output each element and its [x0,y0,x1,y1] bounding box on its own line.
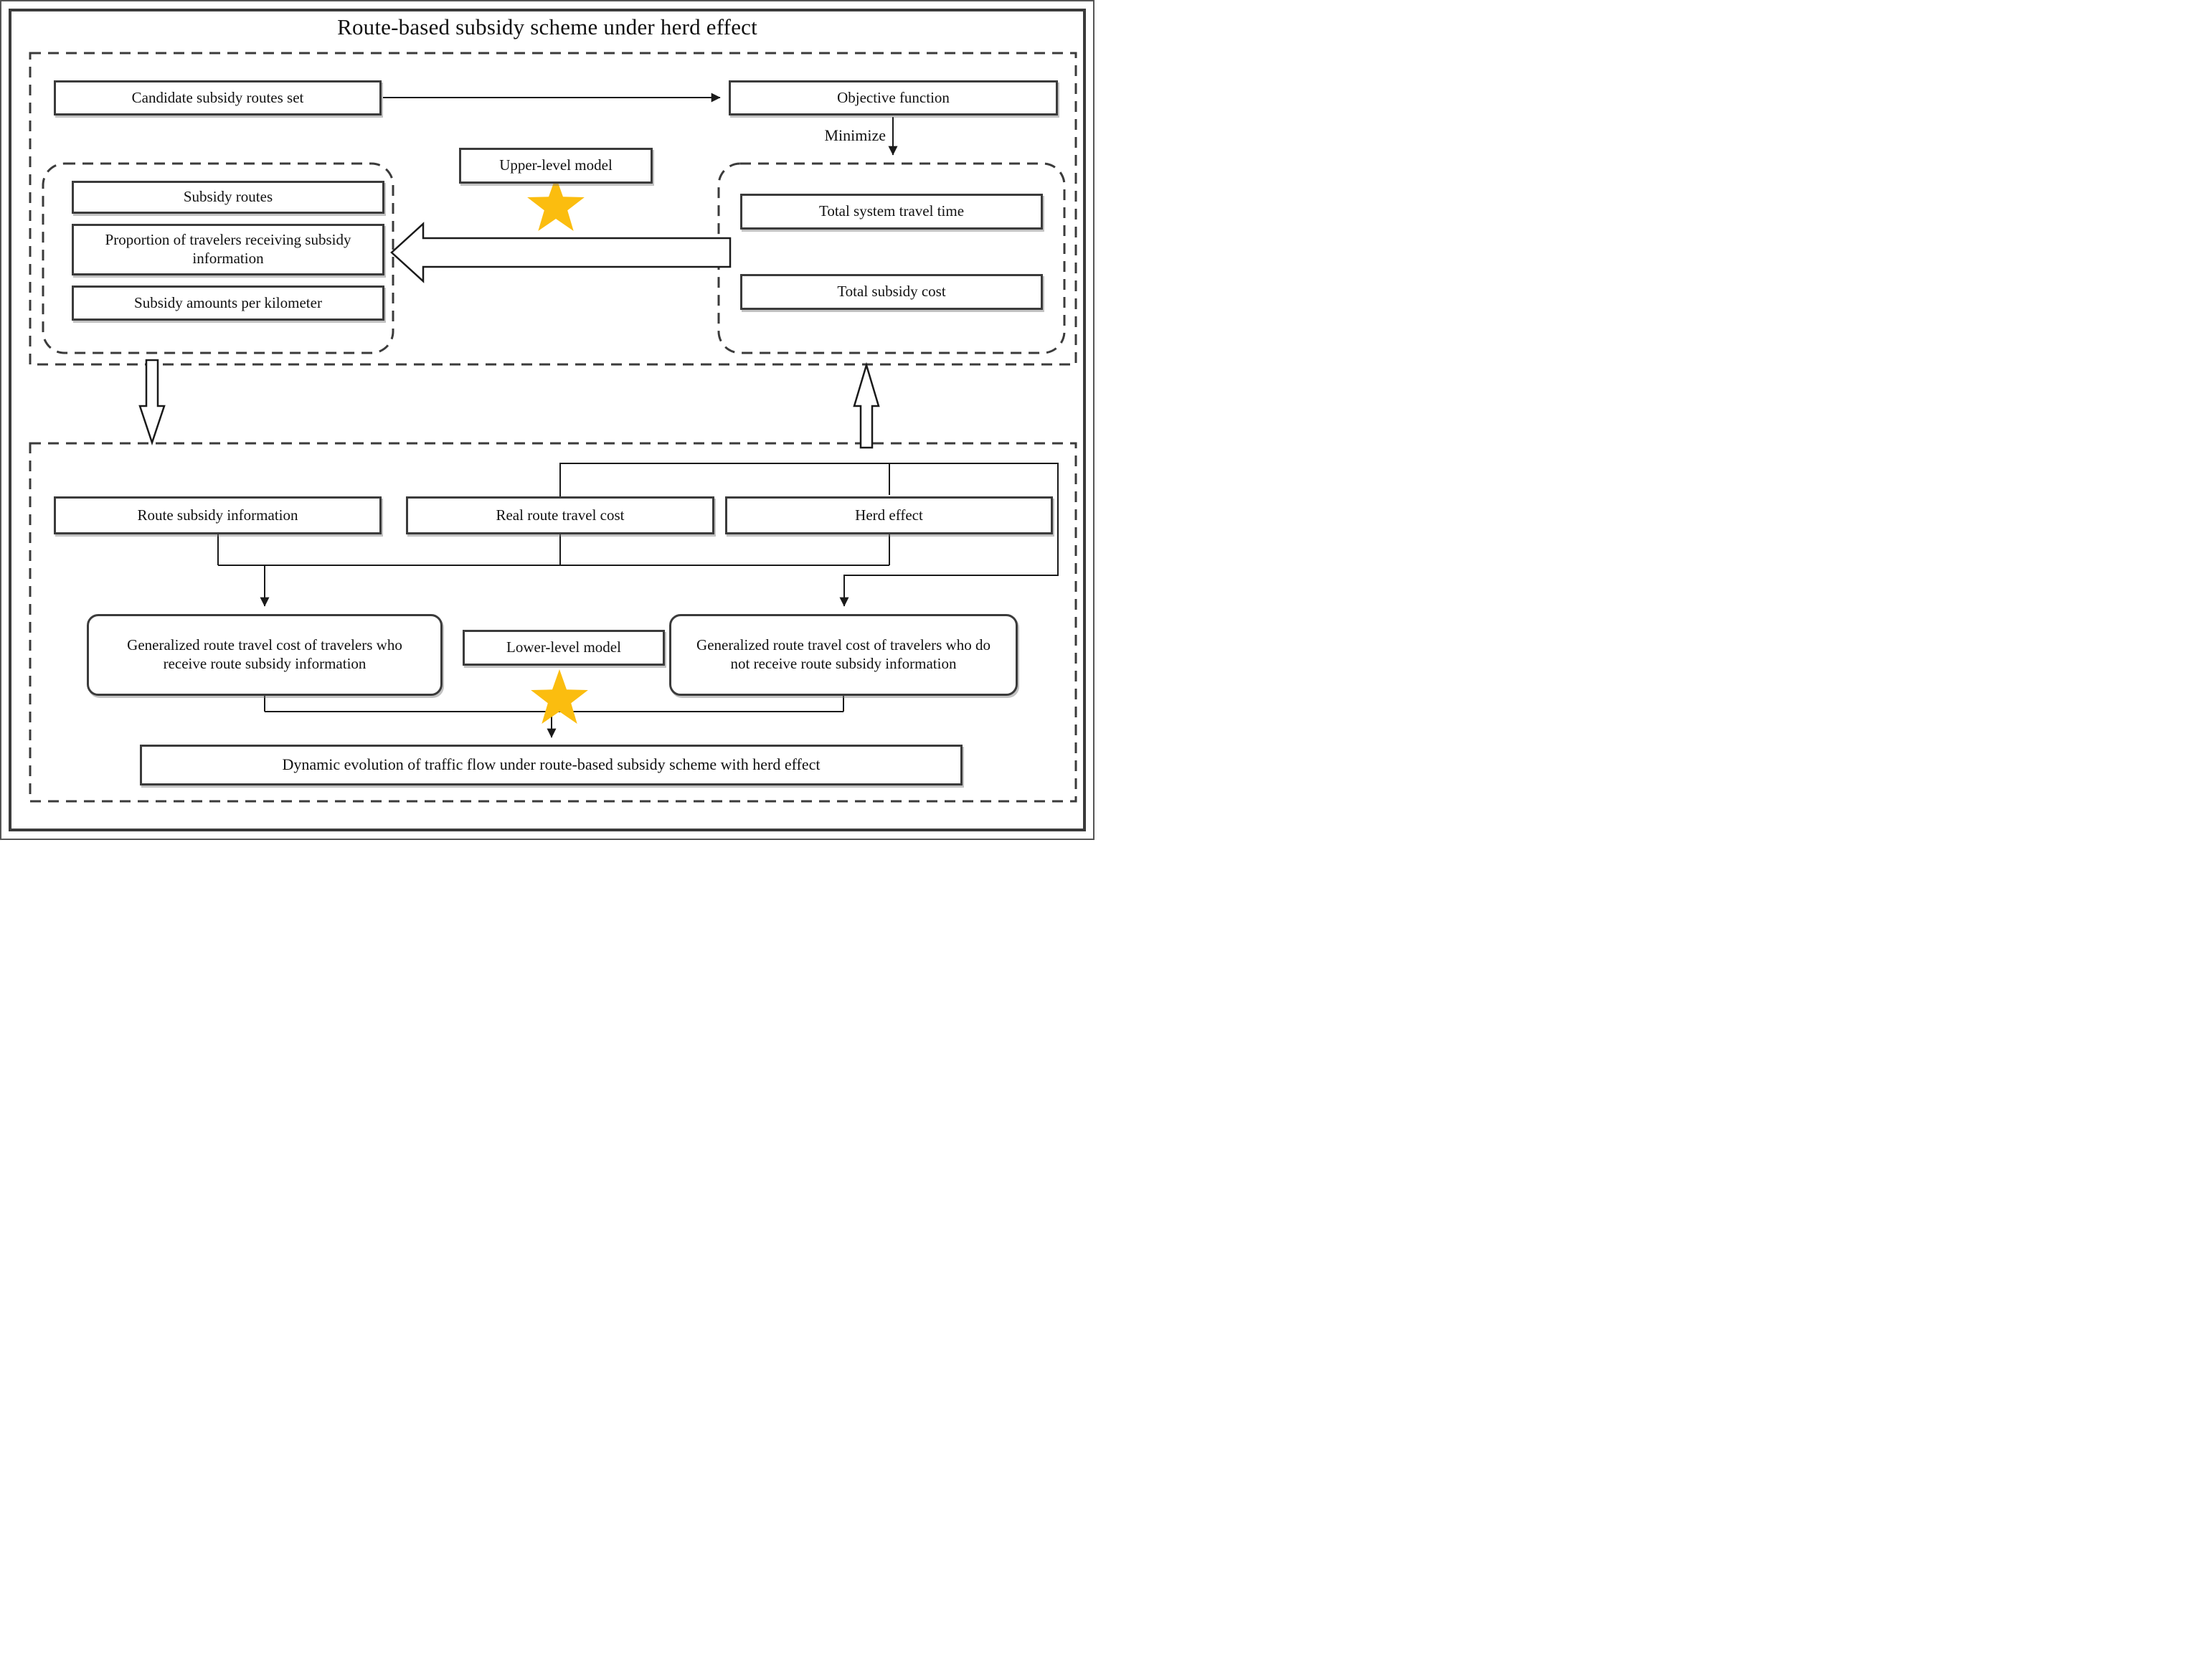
image-edge [0,0,1094,840]
subsidy-routes-box: Subsidy routes [72,181,384,214]
dynamic-evolution-box: Dynamic evolution of traffic flow under … [140,745,963,785]
generalized-cost-receive-box: Generalized route travel cost of travele… [87,614,443,696]
generalized-cost-not-receive-box: Generalized route travel cost of travele… [669,614,1018,696]
route-subsidy-information-box: Route subsidy information [54,496,382,534]
page-title: Route-based subsidy scheme under herd ef… [337,14,757,39]
minimize-label: Minimize [824,126,886,144]
total-system-travel-time-box: Total system travel time [740,194,1043,230]
proportion-travelers-box: Proportion of travelers receiving subsid… [72,224,384,275]
top-connector-to-not-receive-arrow [559,463,1059,607]
connector-layer [29,52,1077,803]
upper-to-lower-hollow-arrow [138,359,166,445]
upper-star-icon [527,176,585,231]
upper-level-model-box: Upper-level model [459,148,653,184]
upper-level-panel [29,52,1077,366]
decision-variables-panel [42,162,394,354]
flowchart-canvas: Route-based subsidy scheme under herd ef… [0,0,1094,840]
objectives-to-decisions-hollow-arrow [390,222,732,283]
objective-function-box: Objective function [729,80,1058,115]
lower-level-model-box: Lower-level model [463,630,665,666]
outer-frame [9,9,1086,831]
real-route-travel-cost-box: Real route travel cost [406,496,714,534]
herd-effect-box: Herd effect [725,496,1053,534]
lower-level-panel [29,442,1077,803]
collector-lines [217,534,890,566]
objectives-panel [717,162,1066,354]
candidate-subsidy-routes-box: Candidate subsidy routes set [54,80,382,115]
subsidy-amounts-box: Subsidy amounts per kilometer [72,285,384,321]
total-subsidy-cost-box: Total subsidy cost [740,274,1043,310]
lower-to-upper-hollow-arrow [853,362,880,449]
lower-star-icon [531,669,588,724]
